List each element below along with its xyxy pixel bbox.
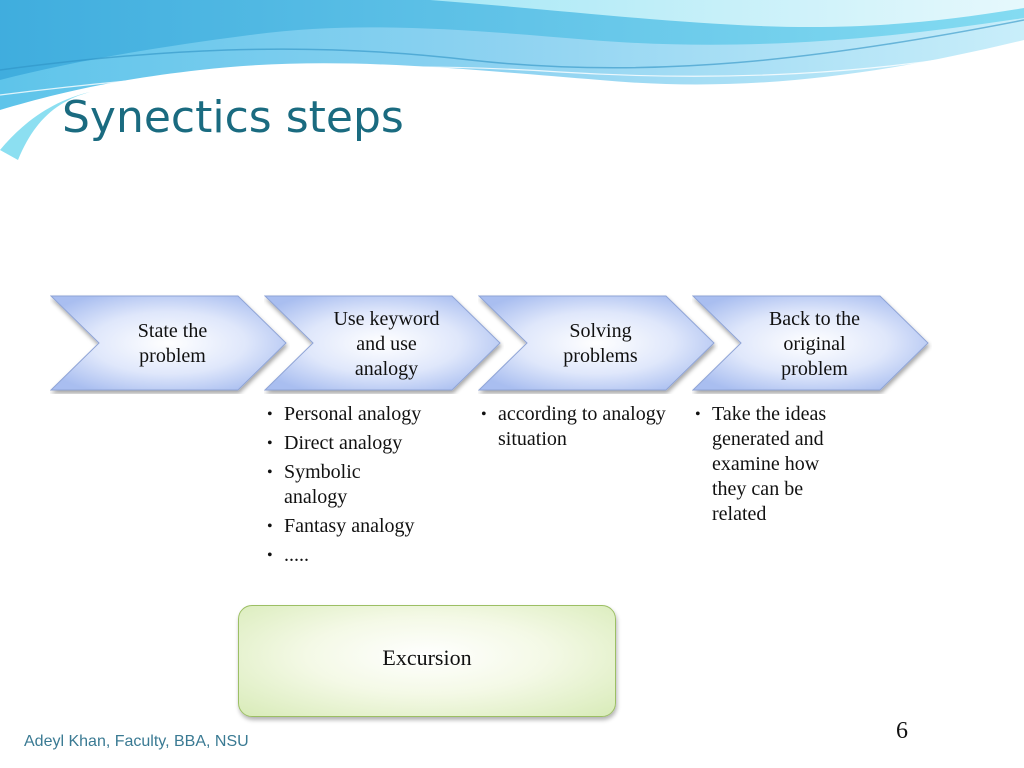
- step-3-bullet-list: according to analogy situation: [478, 402, 678, 456]
- process-step-2: Use keyword and use analogy: [264, 294, 504, 394]
- bullet-item: Personal analogy: [264, 402, 464, 427]
- slide-page-number: 6: [896, 718, 908, 744]
- excursion-label: Excursion: [382, 645, 472, 670]
- excursion-box: Excursion: [238, 605, 616, 717]
- step-label: Back to the original problem: [768, 307, 861, 380]
- process-step-4: Back to the original problem: [692, 294, 932, 394]
- process-step-3: Solving problems: [478, 294, 718, 394]
- chevron-arrow-shape: [478, 295, 715, 391]
- slide-title: Synectics steps: [62, 92, 404, 143]
- step-4-bullet-list: Take the ideas generated and examine how…: [692, 402, 867, 531]
- bullet-item: Symbolic analogy: [264, 460, 424, 510]
- step-label: State the problem: [137, 320, 208, 367]
- bullet-item: .....: [264, 543, 464, 568]
- slide-footer: Adeyl Khan, Faculty, BBA, NSU: [24, 733, 249, 750]
- chevron-arrow-shape: [692, 295, 929, 391]
- chevron-arrow-shape: [264, 295, 501, 391]
- chevron-arrow-shape: [50, 295, 287, 391]
- process-step-1: State the problem: [50, 294, 290, 394]
- bullet-item: Take the ideas generated and examine how…: [692, 402, 857, 527]
- step-2-bullet-list: Personal analogy Direct analogy Symbolic…: [264, 402, 464, 572]
- header-wave-decoration: [0, 0, 1024, 160]
- bullet-item: Direct analogy: [264, 431, 464, 456]
- step-label: Use keyword and use analogy: [333, 307, 440, 380]
- bullet-item: according to analogy situation: [478, 402, 673, 452]
- step-label: Solving problems: [563, 320, 638, 367]
- bullet-item: Fantasy analogy: [264, 514, 464, 539]
